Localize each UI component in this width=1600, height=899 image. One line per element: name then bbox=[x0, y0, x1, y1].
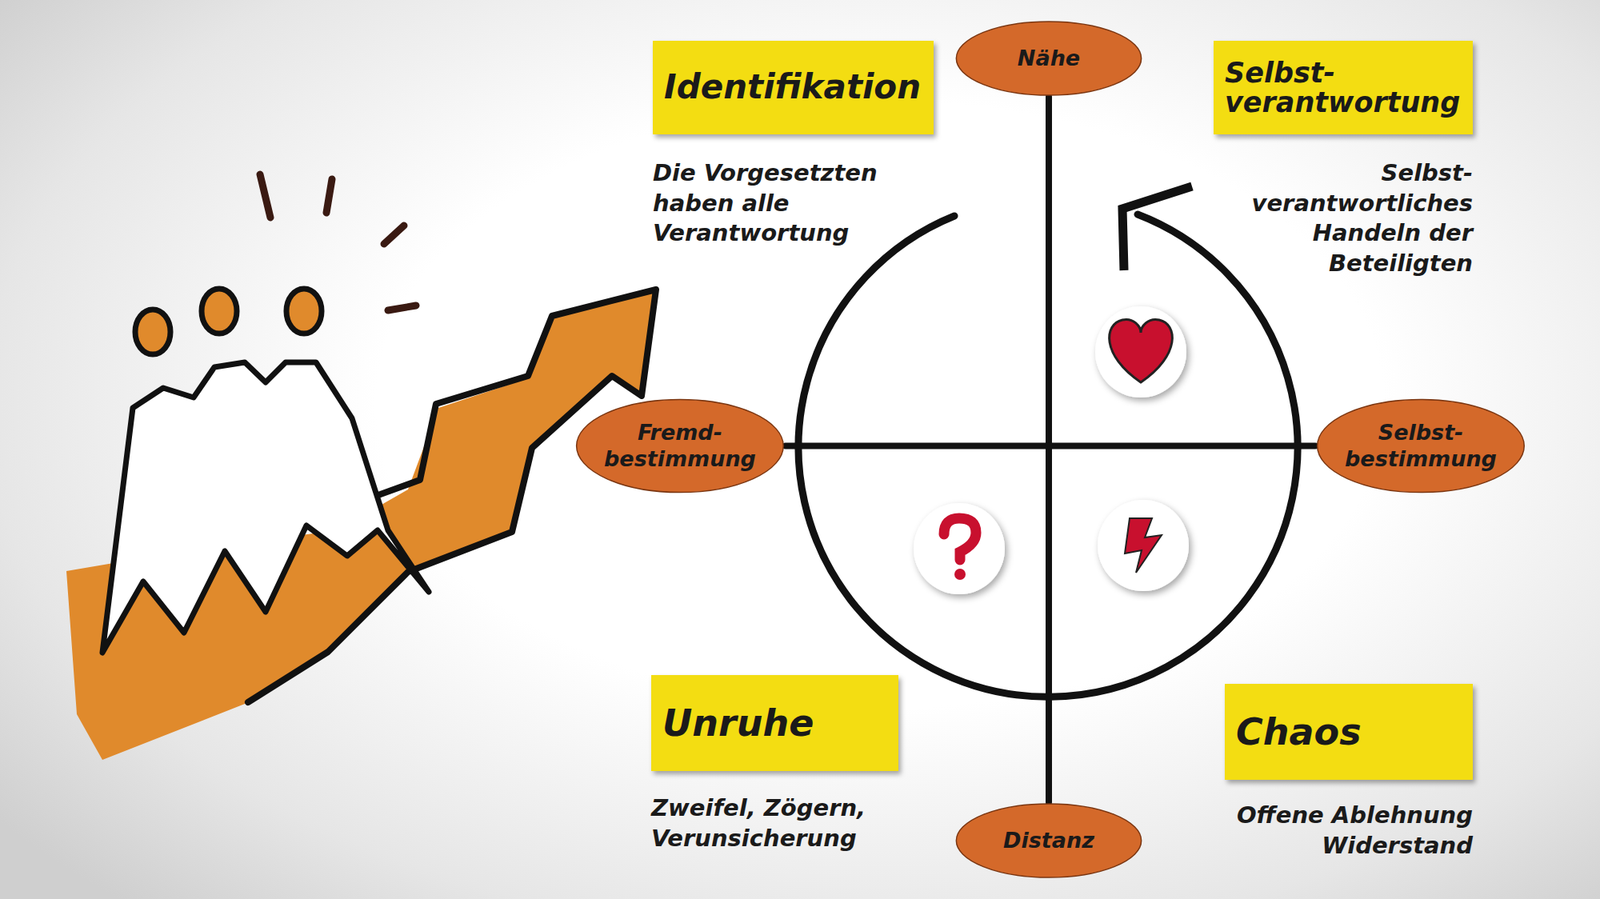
ellipse-fill bbox=[956, 21, 1141, 96]
icon-disc bbox=[1095, 306, 1187, 398]
group-figures bbox=[102, 362, 429, 653]
quadrant-card: ChaosOffene Ablehnung Widerstand bbox=[1224, 684, 1473, 780]
stroke bbox=[260, 174, 271, 218]
quadrant-heading: Identifikation bbox=[664, 69, 921, 105]
question-symbol bbox=[944, 518, 976, 560]
axis-pole-ellipse: Selbst- bestimmung bbox=[1315, 397, 1527, 495]
axis-stroke bbox=[785, 443, 1316, 450]
axis-pole-ellipse: Nähe bbox=[954, 20, 1144, 97]
ellipse-fill bbox=[576, 399, 784, 492]
lightning-icon bbox=[1097, 500, 1189, 592]
quadrant-heading: Unruhe bbox=[662, 704, 814, 743]
ellipse-fill bbox=[956, 804, 1141, 878]
quadrant-description: Selbst- verantwortliches Handeln der Bet… bbox=[1208, 158, 1473, 280]
heading-box: Chaos bbox=[1224, 684, 1473, 780]
figure-head bbox=[201, 288, 237, 334]
axis-stroke bbox=[1045, 96, 1052, 803]
quadrant-description: Offene Ablehnung Widerstand bbox=[1200, 800, 1473, 861]
heart-symbol bbox=[1109, 319, 1173, 383]
question-dot bbox=[954, 568, 966, 580]
quadrant-description: Die Vorgesetzten haben alle Verantwortun… bbox=[652, 158, 925, 249]
quadrant-card: Selbst- verantwortungSelbst- verantwortl… bbox=[1213, 40, 1473, 135]
heart-icon bbox=[1095, 306, 1187, 398]
pole-label: Nähe bbox=[1017, 45, 1080, 72]
heading-box: Selbst- verantwortung bbox=[1213, 40, 1473, 135]
ellipse-fill bbox=[1317, 399, 1525, 492]
cycle-arrowhead bbox=[1122, 186, 1192, 271]
quadrant-card: IdentifikationDie Vorgesetzten haben all… bbox=[652, 40, 934, 135]
lightning-symbol bbox=[1124, 518, 1162, 573]
question-icon bbox=[913, 503, 1005, 595]
quadrant-heading: Chaos bbox=[1236, 712, 1362, 752]
axis-line bbox=[1048, 96, 1050, 803]
stroke bbox=[388, 305, 416, 311]
stroke bbox=[326, 179, 332, 213]
icon-disc bbox=[913, 503, 1005, 595]
figure-head bbox=[286, 288, 322, 334]
figure-head bbox=[135, 309, 171, 355]
pole-label: Fremd- bestimmung bbox=[604, 420, 756, 472]
icon-disc bbox=[1097, 500, 1189, 592]
growth-arrow bbox=[66, 288, 659, 760]
heading-box: Unruhe bbox=[651, 675, 899, 772]
quadrant-description: Zweifel, Zögern, Verunsicherung bbox=[651, 793, 924, 854]
excitement-strokes bbox=[260, 174, 416, 311]
pole-label: Selbst- bestimmung bbox=[1344, 420, 1497, 472]
axis-line bbox=[785, 445, 1316, 447]
quadrant-card: UnruheZweifel, Zögern, Verunsicherung bbox=[651, 675, 899, 772]
heading-box: Identifikation bbox=[652, 40, 934, 135]
pole-label: Distanz bbox=[1003, 828, 1095, 854]
axis-pole-ellipse: Fremd- bestimmung bbox=[574, 397, 786, 495]
stroke bbox=[384, 225, 404, 244]
quadrant-heading: Selbst- verantwortung bbox=[1224, 58, 1460, 118]
axis-pole-ellipse: Distanz bbox=[954, 802, 1144, 880]
